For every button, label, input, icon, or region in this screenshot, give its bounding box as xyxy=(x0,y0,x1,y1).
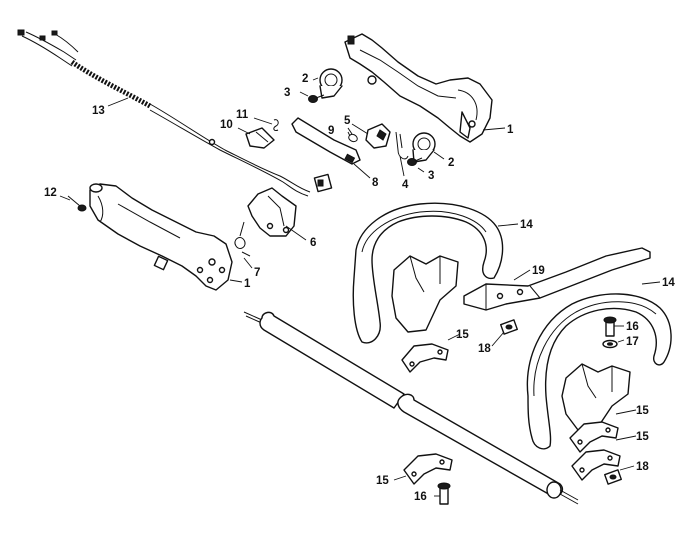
screw-part-upper[interactable] xyxy=(308,94,325,103)
torsion-spring-part[interactable] xyxy=(347,127,358,143)
leader-lines xyxy=(59,77,661,497)
label-part-7: 7 xyxy=(254,267,260,279)
label-part-10: 10 xyxy=(220,119,233,131)
spring-part-7[interactable] xyxy=(234,221,251,257)
label-part-17: 17 xyxy=(626,336,639,348)
label-part-11: 11 xyxy=(236,109,249,121)
label-part-2-upper: 2 xyxy=(302,73,308,85)
label-part-1-upper: 1 xyxy=(507,124,514,136)
label-part-9: 9 xyxy=(328,125,334,137)
loop-handle-part-left[interactable] xyxy=(352,202,504,344)
drive-tube-part[interactable] xyxy=(243,311,579,505)
label-part-18-lower: 18 xyxy=(636,461,649,473)
nut-part-18-lower[interactable] xyxy=(604,469,622,485)
nut-part-18-upper[interactable] xyxy=(500,319,518,335)
handle-housing-part[interactable] xyxy=(344,33,493,143)
loop-handle-part-right[interactable] xyxy=(526,293,672,450)
lever-part[interactable] xyxy=(245,127,275,149)
label-part-12: 12 xyxy=(44,187,57,199)
clamp-collar-part-lower[interactable] xyxy=(412,132,436,163)
tube-clamp-part-15c[interactable] xyxy=(571,449,621,481)
spring-clip-part[interactable] xyxy=(395,131,409,160)
tube-clamp-part-15d[interactable] xyxy=(403,453,453,485)
label-part-18-upper: 18 xyxy=(478,343,491,355)
label-part-14-right: 14 xyxy=(662,277,675,289)
trigger-housing-part[interactable] xyxy=(247,187,297,237)
tube-clamp-part-15a[interactable] xyxy=(401,343,449,373)
screw-part-lower[interactable] xyxy=(407,157,423,166)
label-part-8: 8 xyxy=(372,177,379,189)
bolt-part-16-upper[interactable] xyxy=(603,316,617,337)
label-part-15b: 15 xyxy=(636,405,649,417)
label-part-3-upper: 3 xyxy=(284,87,290,99)
mounting-bracket-part[interactable] xyxy=(463,247,651,311)
label-part-15a: 15 xyxy=(456,329,469,341)
small-spring-part[interactable] xyxy=(273,119,279,131)
bolt-part-16-lower[interactable] xyxy=(437,482,451,505)
label-part-3-lower: 3 xyxy=(428,170,434,182)
handle-shell-part[interactable] xyxy=(89,183,233,291)
label-part-13: 13 xyxy=(92,105,105,117)
label-part-6: 6 xyxy=(310,237,316,249)
throttle-trigger-part[interactable] xyxy=(291,117,361,165)
switch-part[interactable] xyxy=(365,123,391,149)
label-part-15c: 15 xyxy=(636,431,649,443)
washer-part-17[interactable] xyxy=(602,339,618,349)
label-part-15d: 15 xyxy=(376,475,389,487)
label-part-16-lower: 16 xyxy=(414,491,427,503)
label-part-16-upper: 16 xyxy=(626,321,639,333)
part-labels: 1 1 2 2 3 3 4 5 6 7 8 9 10 11 12 13 14 1… xyxy=(44,73,675,503)
label-part-19: 19 xyxy=(532,265,545,277)
label-part-1-lower: 1 xyxy=(244,278,251,290)
label-part-14-left: 14 xyxy=(520,219,533,231)
label-part-2-lower: 2 xyxy=(448,157,454,169)
label-part-4: 4 xyxy=(402,179,409,191)
label-part-5: 5 xyxy=(344,115,351,127)
clamp-collar-part-upper[interactable] xyxy=(319,68,343,99)
wiring-harness-part[interactable] xyxy=(17,29,333,197)
tube-clamp-part-15b[interactable] xyxy=(569,421,619,453)
screw-part-12[interactable] xyxy=(67,195,87,212)
